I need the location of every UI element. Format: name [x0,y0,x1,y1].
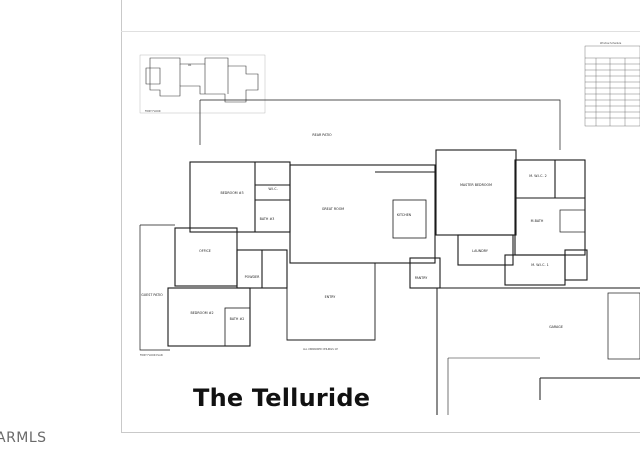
room-label-bedroom-3: BEDROOM #3 [220,191,243,195]
key-plan [139,54,266,114]
room-label-powder: POWDER [245,275,260,279]
room-label-kitchen: KITCHEN [397,213,412,217]
mls-watermark: ARMLS [0,430,47,446]
schedule-title: Window Schedule [600,42,622,45]
room-label-bath-2: BATH #2 [230,317,245,321]
room-label-rear-patio: REAR PATIO [312,133,332,137]
window-schedule-table [584,45,640,127]
key-plan-label: FIRST FLOOR [145,110,161,113]
room-label-mbath: M.BATH [531,219,544,223]
plan-title: The Telluride [193,384,371,412]
sheet-border-top [121,31,640,32]
sheet-border-left [121,0,122,432]
room-label-master-bedroom: MASTER BEDROOM [460,183,492,187]
room-label-garage: GARAGE [549,325,563,329]
room-label-bath-3: BATH #3 [260,217,275,221]
room-label-pantry: PANTRY [415,276,429,280]
room-label-entry: ENTRY [325,295,337,299]
room-label-bedroom-2: BEDROOM #2 [190,311,213,315]
floor-plan-walls [139,99,640,415]
floor-plan-caption: FIRST FLOOR PLAN [140,354,163,357]
room-label-mwic-1: M. W.I.C. 1 [531,263,548,267]
room-label-great-room: GREAT ROOM [322,207,344,211]
key-plan-room-label: RR [188,64,192,67]
room-label-laundry: LAUNDRY [472,249,489,253]
room-label-wic: W.I.C. [268,187,277,191]
sheet-border-bottom [121,432,640,433]
room-label-mwic-2: M. W.I.C. 2 [529,174,546,178]
room-label-guest-patio: GUEST PATIO [141,293,163,297]
ceiling-note: ALL UNMARKED CEILINGS 10' [303,348,339,351]
room-label-office: OFFICE [199,249,211,253]
